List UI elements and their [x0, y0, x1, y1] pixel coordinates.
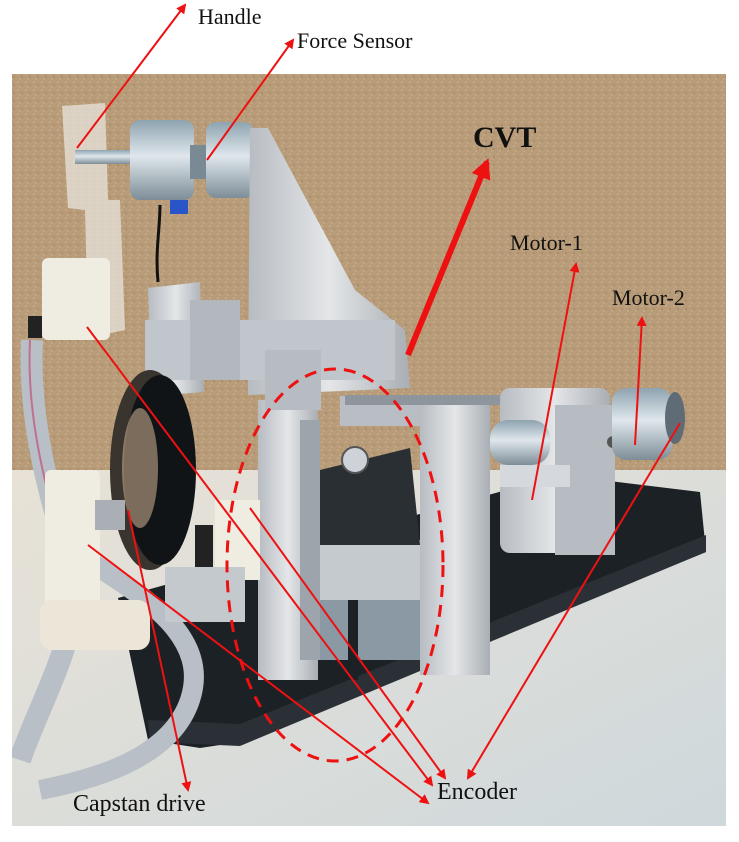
cvt-label: CVT — [473, 121, 537, 154]
force-sensor-body-2 — [206, 122, 254, 198]
motor-1-label: Motor-1 — [510, 230, 583, 255]
device-illustration — [12, 74, 726, 826]
device-photo — [12, 74, 726, 826]
encoder-housing-top — [42, 258, 110, 340]
motor-2-label: Motor-2 — [612, 285, 685, 310]
encoder-label: Encoder — [437, 779, 517, 805]
handle-shaft — [75, 150, 140, 164]
cvt-frame-right — [420, 395, 490, 675]
motor-2 — [612, 388, 672, 460]
capstan-drive-label: Capstan drive — [73, 791, 206, 817]
handle-label: Handle — [198, 4, 262, 29]
force-sensor-label: Force Sensor — [297, 28, 413, 53]
force-sensor-body-1 — [130, 120, 194, 200]
cvt-ball — [341, 446, 369, 474]
